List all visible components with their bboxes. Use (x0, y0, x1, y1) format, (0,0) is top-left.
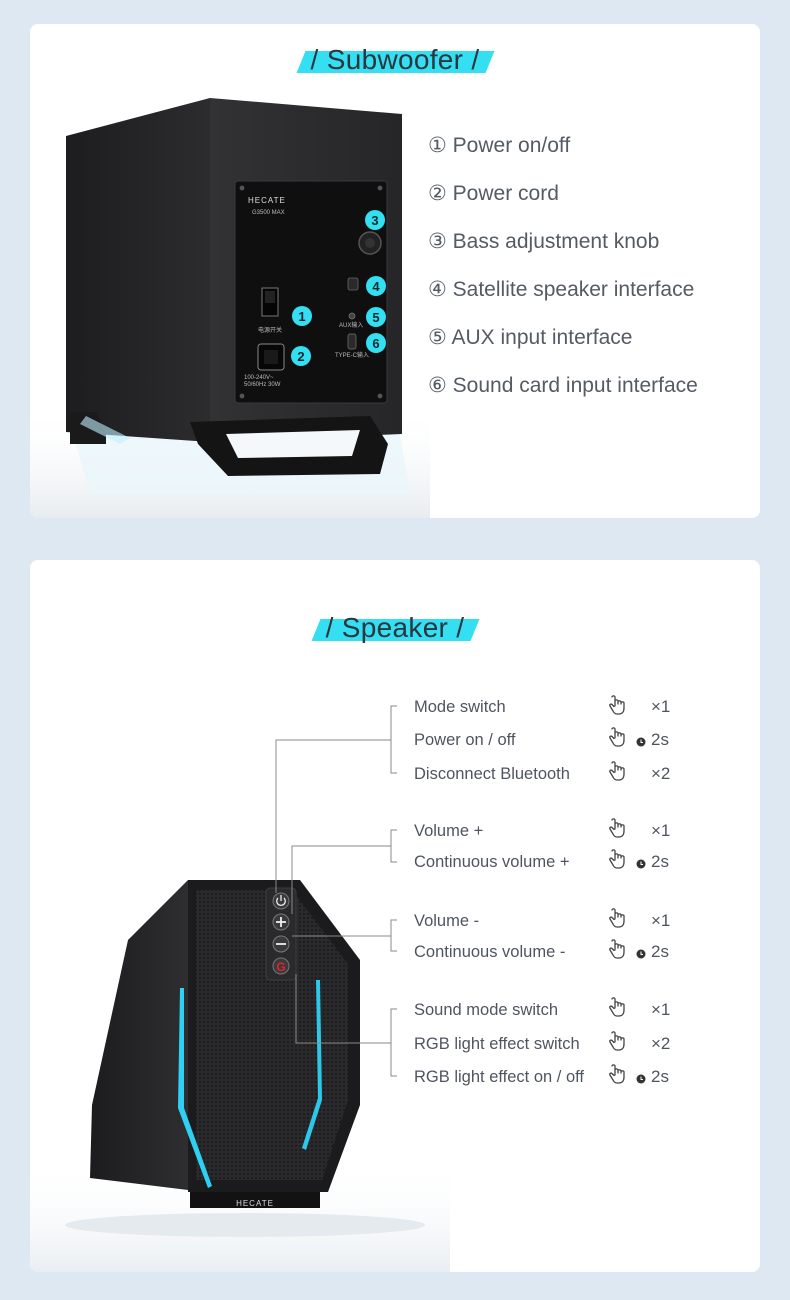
svg-text:1: 1 (298, 309, 305, 324)
speaker-title-text: Speaker (341, 612, 449, 643)
svg-text:4: 4 (372, 279, 380, 294)
badge-1: 1 (292, 306, 312, 326)
badge-4: 4 (366, 276, 386, 296)
subwoofer-card: / Subwoofer / (30, 24, 760, 518)
svg-text:2s: 2s (651, 730, 669, 749)
clock-icon (636, 859, 646, 869)
control-row-mode-switch: Mode switch ×1 (414, 695, 670, 716)
control-row-continuous-volume-up: Continuous volume + 2s (414, 849, 669, 871)
hand-press-icon (609, 939, 625, 959)
svg-text:6: 6 (372, 336, 379, 351)
svg-text:Sound mode switch: Sound mode switch (414, 1001, 558, 1019)
svg-text:Volume +: Volume + (414, 822, 483, 840)
leader-lines (275, 705, 397, 1077)
svg-text:Mode switch: Mode switch (414, 698, 506, 716)
svg-text:RGB light effect switch: RGB light effect switch (414, 1035, 580, 1053)
speaker-card: / Speaker / (30, 560, 760, 1272)
panel-brand: HECATE (248, 196, 286, 205)
badge-6: 6 (366, 333, 386, 353)
control-row-power-on-off: Power on / off 2s (414, 727, 669, 749)
svg-text:Power on / off: Power on / off (414, 731, 516, 749)
svg-text:Volume -: Volume - (414, 912, 479, 930)
feature-bass-knob: ③ Bass adjustment knob (428, 230, 660, 253)
svg-text:2s: 2s (651, 1067, 669, 1086)
subwoofer-title-text: Subwoofer (326, 44, 464, 75)
hand-press-icon (609, 1031, 625, 1051)
feature-aux-interface: ⑤ AUX input interface (428, 326, 633, 349)
hand-press-icon (609, 997, 625, 1017)
svg-text:2: 2 (297, 349, 304, 364)
svg-text:RGB light effect on / off: RGB light effect on / off (414, 1068, 584, 1086)
rgb-light-right (302, 980, 322, 1150)
svg-text:Continuous volume -: Continuous volume - (414, 943, 565, 961)
feature-power-switch: ① Power on/off (428, 134, 571, 157)
clock-icon (636, 737, 646, 747)
svg-text:Disconnect Bluetooth: Disconnect Bluetooth (414, 765, 570, 783)
svg-text:3: 3 (371, 213, 378, 228)
control-row-volume-up: Volume + ×1 (414, 818, 670, 840)
subwoofer-illustration: HECATE G3500 MAX AUX输入 TYPE-C输入 电源开关 100… (30, 98, 430, 518)
panel-voltage-1: 100-240V~ (244, 375, 274, 381)
control-row-rgb-effect-switch: RGB light effect switch ×2 (414, 1031, 670, 1053)
svg-text:×1: ×1 (651, 1000, 670, 1019)
svg-text:G: G (276, 960, 285, 974)
control-row-disconnect-bluetooth: Disconnect Bluetooth ×2 (414, 761, 670, 783)
g-mode-button[interactable]: G (272, 957, 290, 975)
control-strip (265, 887, 297, 981)
speaker-side-face (90, 880, 188, 1190)
hand-press-icon (609, 727, 625, 747)
svg-text:×1: ×1 (651, 821, 670, 840)
feature-power-cord: ② Power cord (428, 182, 559, 205)
panel-power-label: 电源开关 (258, 326, 282, 334)
control-row-volume-down: Volume - ×1 (414, 908, 670, 930)
speaker-title: / Speaker / (30, 612, 760, 644)
hand-press-icon (609, 695, 625, 715)
svg-text:×2: ×2 (651, 1034, 670, 1053)
panel-model: G3500 MAX (252, 210, 285, 216)
svg-text:×1: ×1 (651, 911, 670, 930)
panel-voltage-2: 50/60Hz 30W (244, 382, 281, 388)
subwoofer-feature-list: ① Power on/off ② Power cord ③ Bass adjus… (428, 132, 698, 420)
feature-soundcard-interface: ⑥ Sound card input interface (428, 374, 698, 397)
badge-5: 5 (366, 307, 386, 327)
clock-icon (636, 949, 646, 959)
rgb-light-left (178, 988, 212, 1188)
svg-text:Continuous volume +: Continuous volume + (414, 853, 569, 871)
control-row-continuous-volume-down: Continuous volume - 2s (414, 939, 669, 961)
control-row-rgb-effect-on-off: RGB light effect on / off 2s (414, 1064, 669, 1086)
hand-press-icon (609, 761, 625, 781)
hand-press-icon (609, 1064, 625, 1084)
svg-text:×2: ×2 (651, 764, 670, 783)
feature-satellite-interface: ④ Satellite speaker interface (428, 278, 695, 301)
volume-up-button[interactable] (272, 913, 290, 931)
speaker-control-rows: Mode switch ×1 Power on / off 2s Disconn… (414, 695, 670, 1086)
power-button[interactable] (272, 892, 290, 910)
svg-text:5: 5 (372, 310, 379, 325)
badge-2: 2 (291, 346, 311, 366)
control-row-sound-mode-switch: Sound mode switch ×1 (414, 997, 670, 1019)
panel-aux-label: AUX输入 (339, 321, 363, 329)
hand-press-icon (609, 908, 625, 928)
panel-typec-label: TYPE-C输入 (335, 351, 369, 359)
svg-text:2s: 2s (651, 942, 669, 961)
badge-3: 3 (365, 210, 385, 230)
svg-text:2s: 2s (651, 852, 669, 871)
speaker-diagram: HECATE G (30, 705, 450, 1272)
speaker-brand: HECATE (236, 1199, 274, 1208)
svg-text:×1: ×1 (651, 697, 670, 716)
subwoofer-title: / Subwoofer / (30, 44, 760, 76)
clock-icon (636, 1074, 646, 1084)
volume-down-button[interactable] (272, 935, 290, 953)
hand-press-icon (609, 849, 625, 869)
speaker-grille (196, 890, 348, 1180)
hand-press-icon (609, 818, 625, 838)
